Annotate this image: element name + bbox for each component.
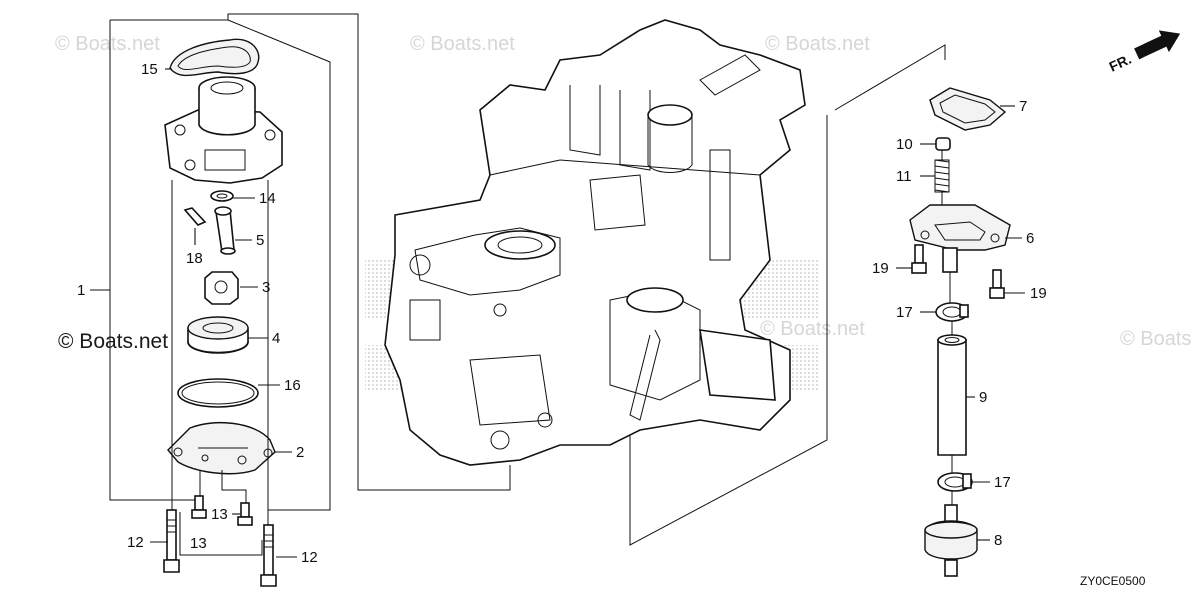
callout-5: 5 [256, 232, 264, 249]
callout-12-right: 12 [301, 549, 318, 566]
part-6-cover [909, 204, 1011, 273]
part-9-hose [937, 334, 967, 456]
callout-13-upper: 13 [211, 506, 228, 523]
callout-17-top: 17 [896, 304, 913, 321]
part-19-bolt-right [989, 269, 1005, 299]
front-arrow-icon [1134, 30, 1181, 60]
watermark-top-right: © Boats.net [765, 33, 870, 55]
part-15-gasket [169, 38, 260, 77]
callout-16: 16 [284, 377, 301, 394]
alignment-lines-left [171, 180, 269, 556]
callout-7: 7 [1019, 98, 1027, 115]
callout-18: 18 [186, 250, 203, 267]
diagram-code: ZY0CE0500 [1080, 574, 1146, 588]
leaders-right [896, 105, 1025, 541]
front-label: FR. [1107, 51, 1134, 75]
part-12-bolt-right [260, 524, 277, 587]
part-8-filter [924, 504, 978, 577]
front-direction-indicator: FR. [1107, 30, 1181, 75]
watermark-top-center: © Boats.net [410, 33, 515, 55]
callout-8: 8 [994, 532, 1002, 549]
part-11-spring [934, 159, 950, 193]
part-17-clamp-top [935, 302, 969, 322]
callout-3: 3 [262, 279, 270, 296]
part-18-pin [183, 207, 207, 226]
watermark-top-left: © Boats.net [55, 33, 160, 55]
part-3-inner-rotor [204, 271, 239, 305]
callout-10: 10 [896, 136, 913, 153]
pump-housing [164, 76, 283, 184]
part-7-gasket [929, 87, 1007, 131]
callout-14: 14 [259, 190, 276, 207]
part-14-ring [210, 190, 234, 202]
part-17-clamp-bottom [937, 472, 973, 492]
callout-1: 1 [77, 282, 85, 299]
leaders-left [150, 68, 297, 558]
part-5-shaft [214, 206, 236, 255]
engine-block [384, 19, 806, 466]
watermark-right-edge: © Boats [1120, 328, 1191, 350]
callout-17-bottom: 17 [994, 474, 1011, 491]
part-16-o-ring [177, 378, 259, 408]
callout-12-left: 12 [127, 534, 144, 551]
callout-19-left: 19 [872, 260, 889, 277]
part-4-outer-rotor [187, 316, 249, 354]
alignment-lines-right [941, 150, 953, 505]
watermark-mid-center: © Boats.net [760, 318, 865, 340]
watermark-left-dark: © Boats.net [58, 330, 168, 353]
assembly-1-bracket [90, 13, 511, 511]
part-12-bolt-left [163, 509, 180, 573]
part-13-screw-left [191, 495, 207, 519]
part-19-bolt-left [911, 244, 927, 274]
callout-9: 9 [979, 389, 987, 406]
callout-4: 4 [272, 330, 280, 347]
part-13-screw-right [237, 502, 253, 526]
right-bracket-lines [629, 44, 946, 546]
callout-13-lower: 13 [190, 535, 207, 552]
callout-2: 2 [296, 444, 304, 461]
callout-11: 11 [896, 168, 912, 185]
part-2-cover-plate [167, 422, 276, 475]
part-10-cap [935, 137, 951, 151]
callout-15: 15 [141, 61, 158, 78]
callout-6: 6 [1026, 230, 1034, 247]
callout-19-right: 19 [1030, 285, 1047, 302]
